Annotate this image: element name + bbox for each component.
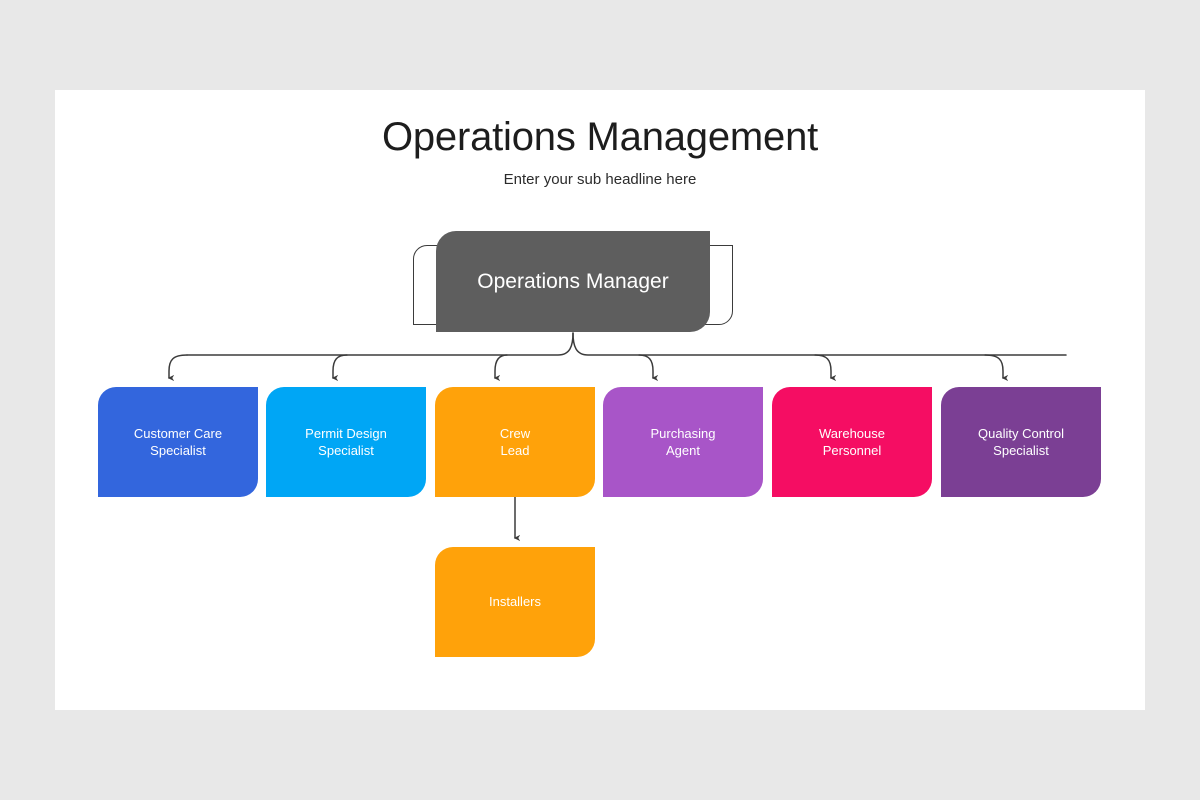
org-node-label: Crew Lead [499,425,531,458]
org-node-purchasing-agent[interactable]: Purchasing Agent [603,387,763,497]
org-node-permit-design-specialist[interactable]: Permit Design Specialist [266,387,426,497]
org-node-label: Quality Control Specialist [978,425,1064,458]
org-node-label: Operations Manager [477,269,669,293]
org-node-label: Customer Care Specialist [133,425,223,458]
org-node-customer-care-specialist[interactable]: Customer Care Specialist [98,387,258,497]
org-node-crew-lead[interactable]: Crew Lead [435,387,595,497]
org-node-installers[interactable]: Installers [435,547,595,657]
slide-canvas: Operations Management Enter your sub hea… [55,90,1145,710]
org-node-label: Purchasing Agent [650,425,716,458]
org-node-operations-manager[interactable]: Operations Manager [436,231,710,332]
org-node-label: Warehouse Personnel [819,425,885,458]
page-title: Operations Management [381,115,819,159]
org-node-quality-control-specialist[interactable]: Quality Control Specialist [941,387,1101,497]
org-node-label: Permit Design Specialist [305,425,387,458]
org-node-warehouse-personnel[interactable]: Warehouse Personnel [772,387,932,497]
page-subtitle: Enter your sub headline here [503,171,697,188]
org-node-label: Installers [488,594,542,610]
